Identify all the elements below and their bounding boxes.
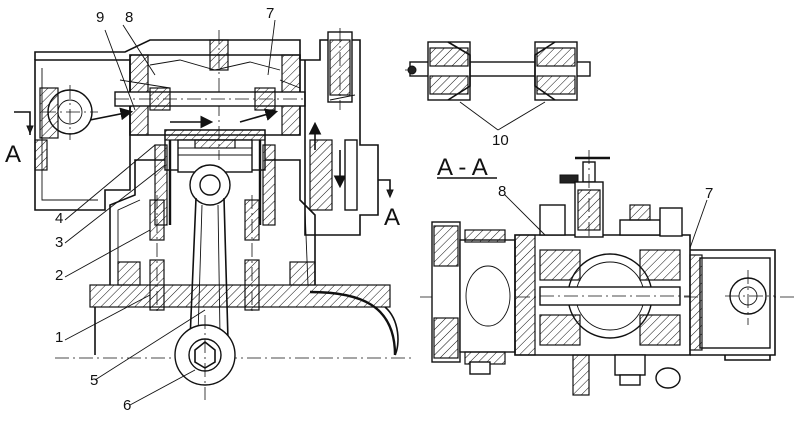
part-label-5: 5: [90, 372, 98, 389]
part-label-10: 10: [492, 132, 509, 149]
part-label-7: 7: [266, 5, 274, 22]
handwheel: [559, 174, 579, 184]
part-label-2: 2: [55, 267, 63, 284]
section-arrow-left: [14, 111, 31, 135]
section-a-a-view: [420, 150, 795, 396]
valve-assembly-detail: [405, 41, 591, 131]
bolt-group: [149, 195, 260, 315]
connecting-rod: [174, 164, 236, 400]
main-section-view: [14, 28, 415, 400]
part-label-6: 6: [123, 397, 131, 414]
section-title: A - A: [437, 154, 488, 181]
section-marker-right: A: [384, 204, 400, 231]
section-marker-left: A: [5, 141, 21, 168]
base-plate: [89, 284, 391, 308]
part-label-9: 9: [96, 9, 104, 26]
part-label-8: 8: [125, 9, 133, 26]
leader-lines: [64, 19, 708, 406]
discharge-housing: [300, 39, 379, 236]
part-label-1: 1: [55, 329, 63, 346]
section-part-label-8: 8: [498, 183, 506, 200]
part-label-3: 3: [55, 234, 63, 251]
part-label-4: 4: [55, 210, 63, 227]
section-part-label-7: 7: [705, 185, 713, 202]
